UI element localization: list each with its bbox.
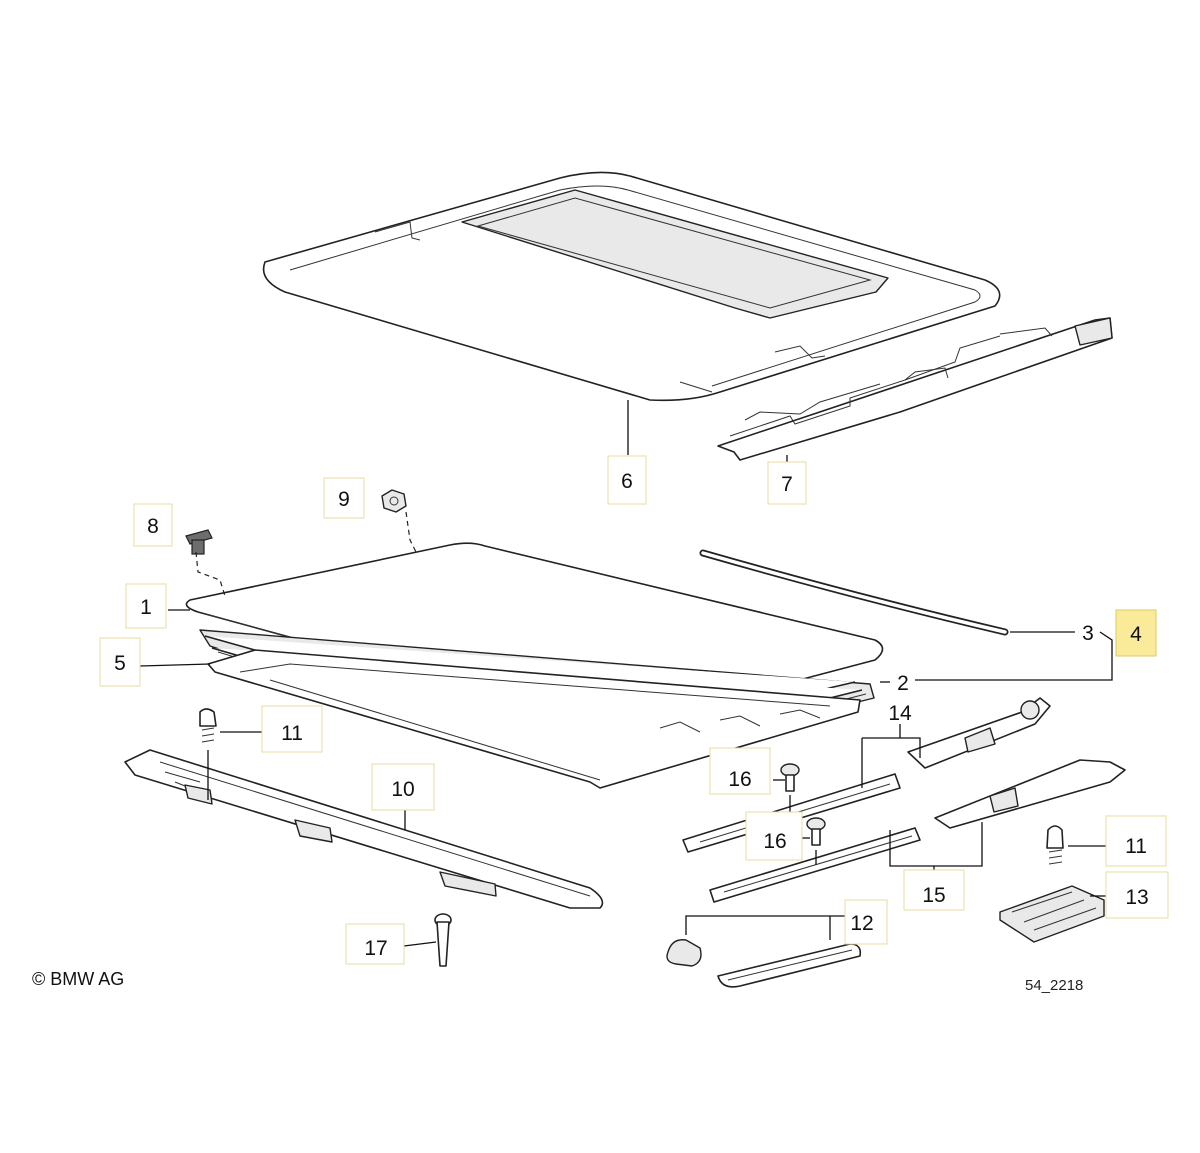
figure-number: 54_2218 <box>1025 977 1083 994</box>
callout-11-left: 11 <box>261 705 323 753</box>
callout-4-highlighted: 4 <box>1115 609 1157 657</box>
callout-1: 1 <box>125 583 167 629</box>
svg-text:11: 11 <box>281 722 303 745</box>
svg-text:13: 13 <box>1125 886 1148 909</box>
part-17-plug <box>434 913 452 967</box>
svg-text:5: 5 <box>114 652 126 675</box>
svg-text:8: 8 <box>147 515 159 538</box>
svg-text:3: 3 <box>1082 622 1094 645</box>
svg-text:16: 16 <box>728 768 751 791</box>
svg-text:6: 6 <box>621 470 633 493</box>
part-7-guide-rail <box>717 317 1113 461</box>
callout-15: 15 <box>903 869 965 911</box>
callout-16-upper: 16 <box>709 747 771 795</box>
copyright-label: © BMW AG <box>32 969 124 989</box>
callout-3: 3 <box>1082 622 1094 645</box>
part-10-cable-guide-rail <box>124 749 604 909</box>
leader-lines <box>139 400 1113 947</box>
part-11-bolt-left <box>199 708 217 743</box>
svg-text:9: 9 <box>338 488 350 511</box>
callout-12: 12 <box>844 899 888 945</box>
part-16-screw-lower <box>806 817 826 846</box>
callout-6: 6 <box>607 455 647 505</box>
svg-text:15: 15 <box>922 884 945 907</box>
part-16-screw-upper <box>780 763 800 792</box>
callout-5: 5 <box>99 637 141 687</box>
part-15-guide-arm <box>709 759 1126 903</box>
svg-text:17: 17 <box>364 937 387 960</box>
svg-text:14: 14 <box>888 702 912 725</box>
callout-9: 9 <box>323 477 365 519</box>
part-13-bracket <box>999 885 1105 943</box>
svg-text:4: 4 <box>1130 623 1142 646</box>
part-6-headliner-panel <box>262 171 1001 402</box>
callout-17: 17 <box>345 923 405 965</box>
callout-16-lower: 16 <box>745 811 803 861</box>
svg-text:10: 10 <box>391 778 414 801</box>
callout-7: 7 <box>767 461 807 505</box>
callout-13: 13 <box>1105 871 1169 919</box>
callout-14: 14 <box>888 702 912 725</box>
part-12-clip-and-strap <box>666 939 862 988</box>
svg-text:2: 2 <box>897 672 909 695</box>
svg-text:16: 16 <box>763 830 786 853</box>
part-3-seal-strip <box>699 549 1009 636</box>
part-9-hex-nut <box>381 489 407 513</box>
callout-8: 8 <box>133 503 173 547</box>
callout-10: 10 <box>371 763 435 811</box>
callout-2: 2 <box>897 672 909 695</box>
svg-text:7: 7 <box>781 473 793 496</box>
svg-text:11: 11 <box>1125 835 1147 858</box>
part-11-bolt-right <box>1046 825 1064 865</box>
svg-text:12: 12 <box>850 912 873 935</box>
part-8-screw <box>185 529 213 555</box>
svg-text:1: 1 <box>140 596 152 619</box>
callout-11-right: 11 <box>1105 815 1167 867</box>
